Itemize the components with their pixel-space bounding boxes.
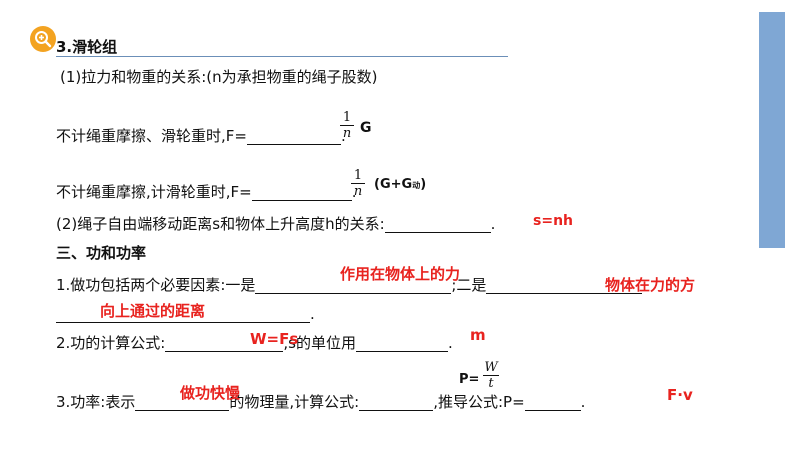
question-1-blank-a — [255, 293, 452, 294]
question-3-blank-b — [359, 410, 434, 411]
fraction-b: 1 n — [351, 168, 365, 199]
accent-bar — [759, 12, 785, 248]
question-2-text-b: ,s的单位用 — [283, 334, 356, 352]
fraction-a: 1 n — [340, 110, 354, 141]
answer-2b: m — [470, 326, 486, 344]
question-3-blank-c — [524, 410, 581, 411]
period: . — [490, 215, 496, 233]
question-2-blank-b — [355, 351, 448, 352]
zoom-in-icon — [35, 31, 52, 48]
formula-a-label: 不计绳重摩擦、滑轮重时,F= — [56, 127, 247, 145]
question-3-text: 3.功率:表示 — [56, 393, 136, 411]
period: . — [310, 305, 315, 323]
fraction-b-expr: (G+G — [374, 177, 413, 192]
close-paren: ) — [420, 177, 427, 192]
answer-3a: 做功快慢 — [180, 384, 241, 402]
question-1-text-b: ;二是 — [451, 276, 487, 294]
question-1-blank-c — [56, 322, 310, 323]
power-numerator: W — [484, 360, 498, 375]
question-3-text-c: ,推导公式:P= — [433, 393, 525, 411]
subscript: 动 — [412, 181, 421, 190]
period: . — [340, 127, 346, 145]
answer-3c: F·v — [667, 386, 693, 404]
question-1-blank-b — [486, 293, 643, 294]
period: . — [580, 393, 586, 411]
power-denominator: t — [488, 376, 494, 391]
question-3-blank-a — [135, 410, 230, 411]
fraction-b-denominator: n — [353, 184, 363, 199]
question-2-blank-a — [165, 351, 284, 352]
formula-b-label: 不计绳重摩擦,计滑轮重时,F= — [56, 183, 252, 201]
answer-2a: W=Fs — [250, 330, 299, 348]
subheading-1: (1)拉力和物重的关系:(n为承担物重的绳子股数) — [60, 68, 378, 86]
formula-line-a: 不计绳重摩擦、滑轮重时,F=. — [56, 127, 346, 145]
relation-label: (2)绳子自由端移动距离s和物体上升高度h的关系: — [56, 215, 385, 233]
fraction-a-suffix: G — [360, 120, 372, 136]
question-2-text: 2.功的计算公式: — [56, 334, 166, 352]
question-3-line: 3.功率:表示 的物理量,计算公式: ,推导公式:P=. — [56, 393, 585, 411]
question-1-line: 1.做功包括两个必要因素:一是 ;二是 — [56, 276, 643, 294]
question-3-text-b: 的物理量,计算公式: — [229, 393, 360, 411]
answer-1a: 作用在物体上的力 — [340, 265, 461, 283]
period: . — [351, 183, 357, 201]
power-formula-label: P= — [459, 372, 480, 387]
question-2-line: 2.功的计算公式: ,s的单位用. — [56, 334, 453, 352]
formula-b-blank — [251, 200, 352, 201]
fraction-a-denominator: n — [342, 126, 352, 141]
formula-line-c: (2)绳子自由端移动距离s和物体上升高度h的关系:. — [56, 215, 495, 233]
question-1-line-2: . — [56, 305, 315, 323]
answer-1b-part2: 向上通过的距离 — [100, 302, 206, 320]
question-1-text: 1.做功包括两个必要因素:一是 — [56, 276, 256, 294]
period: . — [447, 334, 453, 352]
fraction-b-numerator: 1 — [353, 168, 363, 183]
fraction-a-numerator: 1 — [342, 110, 352, 125]
formula-line-b: 不计绳重摩擦,计滑轮重时,F=. — [56, 183, 357, 201]
answer-relation: s=nh — [533, 213, 573, 229]
fraction-b-suffix: (G+G动) — [374, 177, 426, 192]
heading-underline — [56, 56, 508, 57]
relation-blank — [384, 232, 491, 233]
answer-1b-part1: 物体在力的方 — [605, 276, 696, 294]
power-fraction: W t — [483, 360, 499, 391]
formula-a-blank — [246, 144, 341, 145]
section-heading: 3.滑轮组 — [56, 38, 118, 56]
zoom-button[interactable] — [30, 26, 56, 52]
section-title: 三、功和功率 — [56, 244, 147, 262]
